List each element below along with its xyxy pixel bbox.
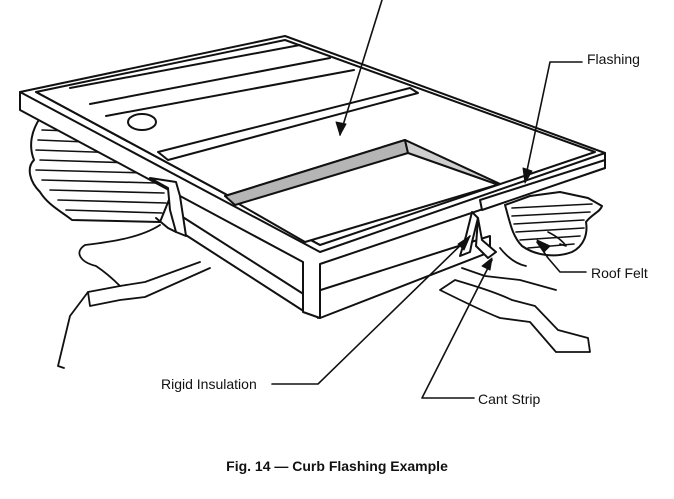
- leader-lines: [271, 0, 587, 399]
- arrowhead-curb: [335, 121, 347, 136]
- roof-felt-right: [504, 191, 603, 257]
- arrowhead-cant-strip: [481, 257, 493, 271]
- arrowhead-roof-felt: [536, 239, 551, 253]
- arrowhead-flashing: [522, 167, 533, 184]
- roof-deck-outline: [57, 224, 591, 369]
- label-cant-strip: Cant Strip: [478, 391, 541, 407]
- deck-hole: [127, 113, 157, 131]
- figure-caption: Fig. 14 — Curb Flashing Example: [226, 458, 448, 474]
- label-rigid-insulation: Rigid Insulation: [161, 376, 257, 392]
- arrowheads: [335, 121, 551, 271]
- label-flashing: Flashing: [587, 51, 640, 67]
- arrowhead-rigid-insulation: [457, 235, 471, 251]
- label-roof-felt: Roof Felt: [591, 265, 648, 281]
- curb-opening: [224, 139, 501, 243]
